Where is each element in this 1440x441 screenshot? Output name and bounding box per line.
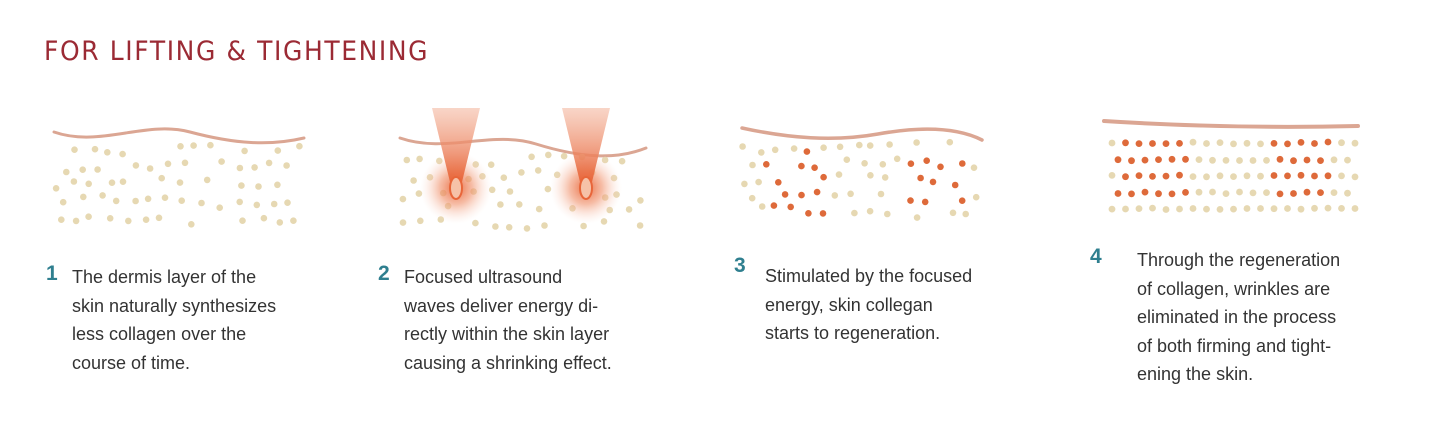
skin-surface-line: [52, 127, 306, 145]
step-number: 2: [378, 262, 390, 285]
skin-surface-line: [398, 136, 648, 158]
skin-diagram-regeneration: [739, 126, 984, 221]
step-description: The dermis layer of the skin naturally s…: [72, 267, 277, 373]
step-number: 3: [734, 254, 746, 277]
step-description: Through the regeneration of collagen, wr…: [1137, 250, 1341, 384]
collagen-dots: [52, 141, 303, 228]
collagen-dots: [1108, 138, 1359, 213]
skin-diagram-tightened: [1102, 119, 1360, 213]
skin-surface-line: [740, 126, 984, 142]
skin-diagram-ultrasound: [398, 108, 648, 232]
step-number: 4: [1090, 245, 1102, 268]
ultrasound-focus-right: [550, 108, 622, 224]
step-description: Stimulated by the focused energy, skin c…: [765, 266, 973, 343]
ultrasound-focus-left: [420, 108, 492, 224]
skin-surface-line: [1102, 119, 1360, 129]
skin-diagram-natural: [52, 127, 306, 228]
collagen-dots: [739, 138, 980, 221]
page-title: FOR LIFTING & TIGHTENING: [44, 36, 430, 67]
step-description: Focused ultrasound waves deliver energy …: [404, 267, 612, 373]
step-number: 1: [46, 262, 58, 285]
